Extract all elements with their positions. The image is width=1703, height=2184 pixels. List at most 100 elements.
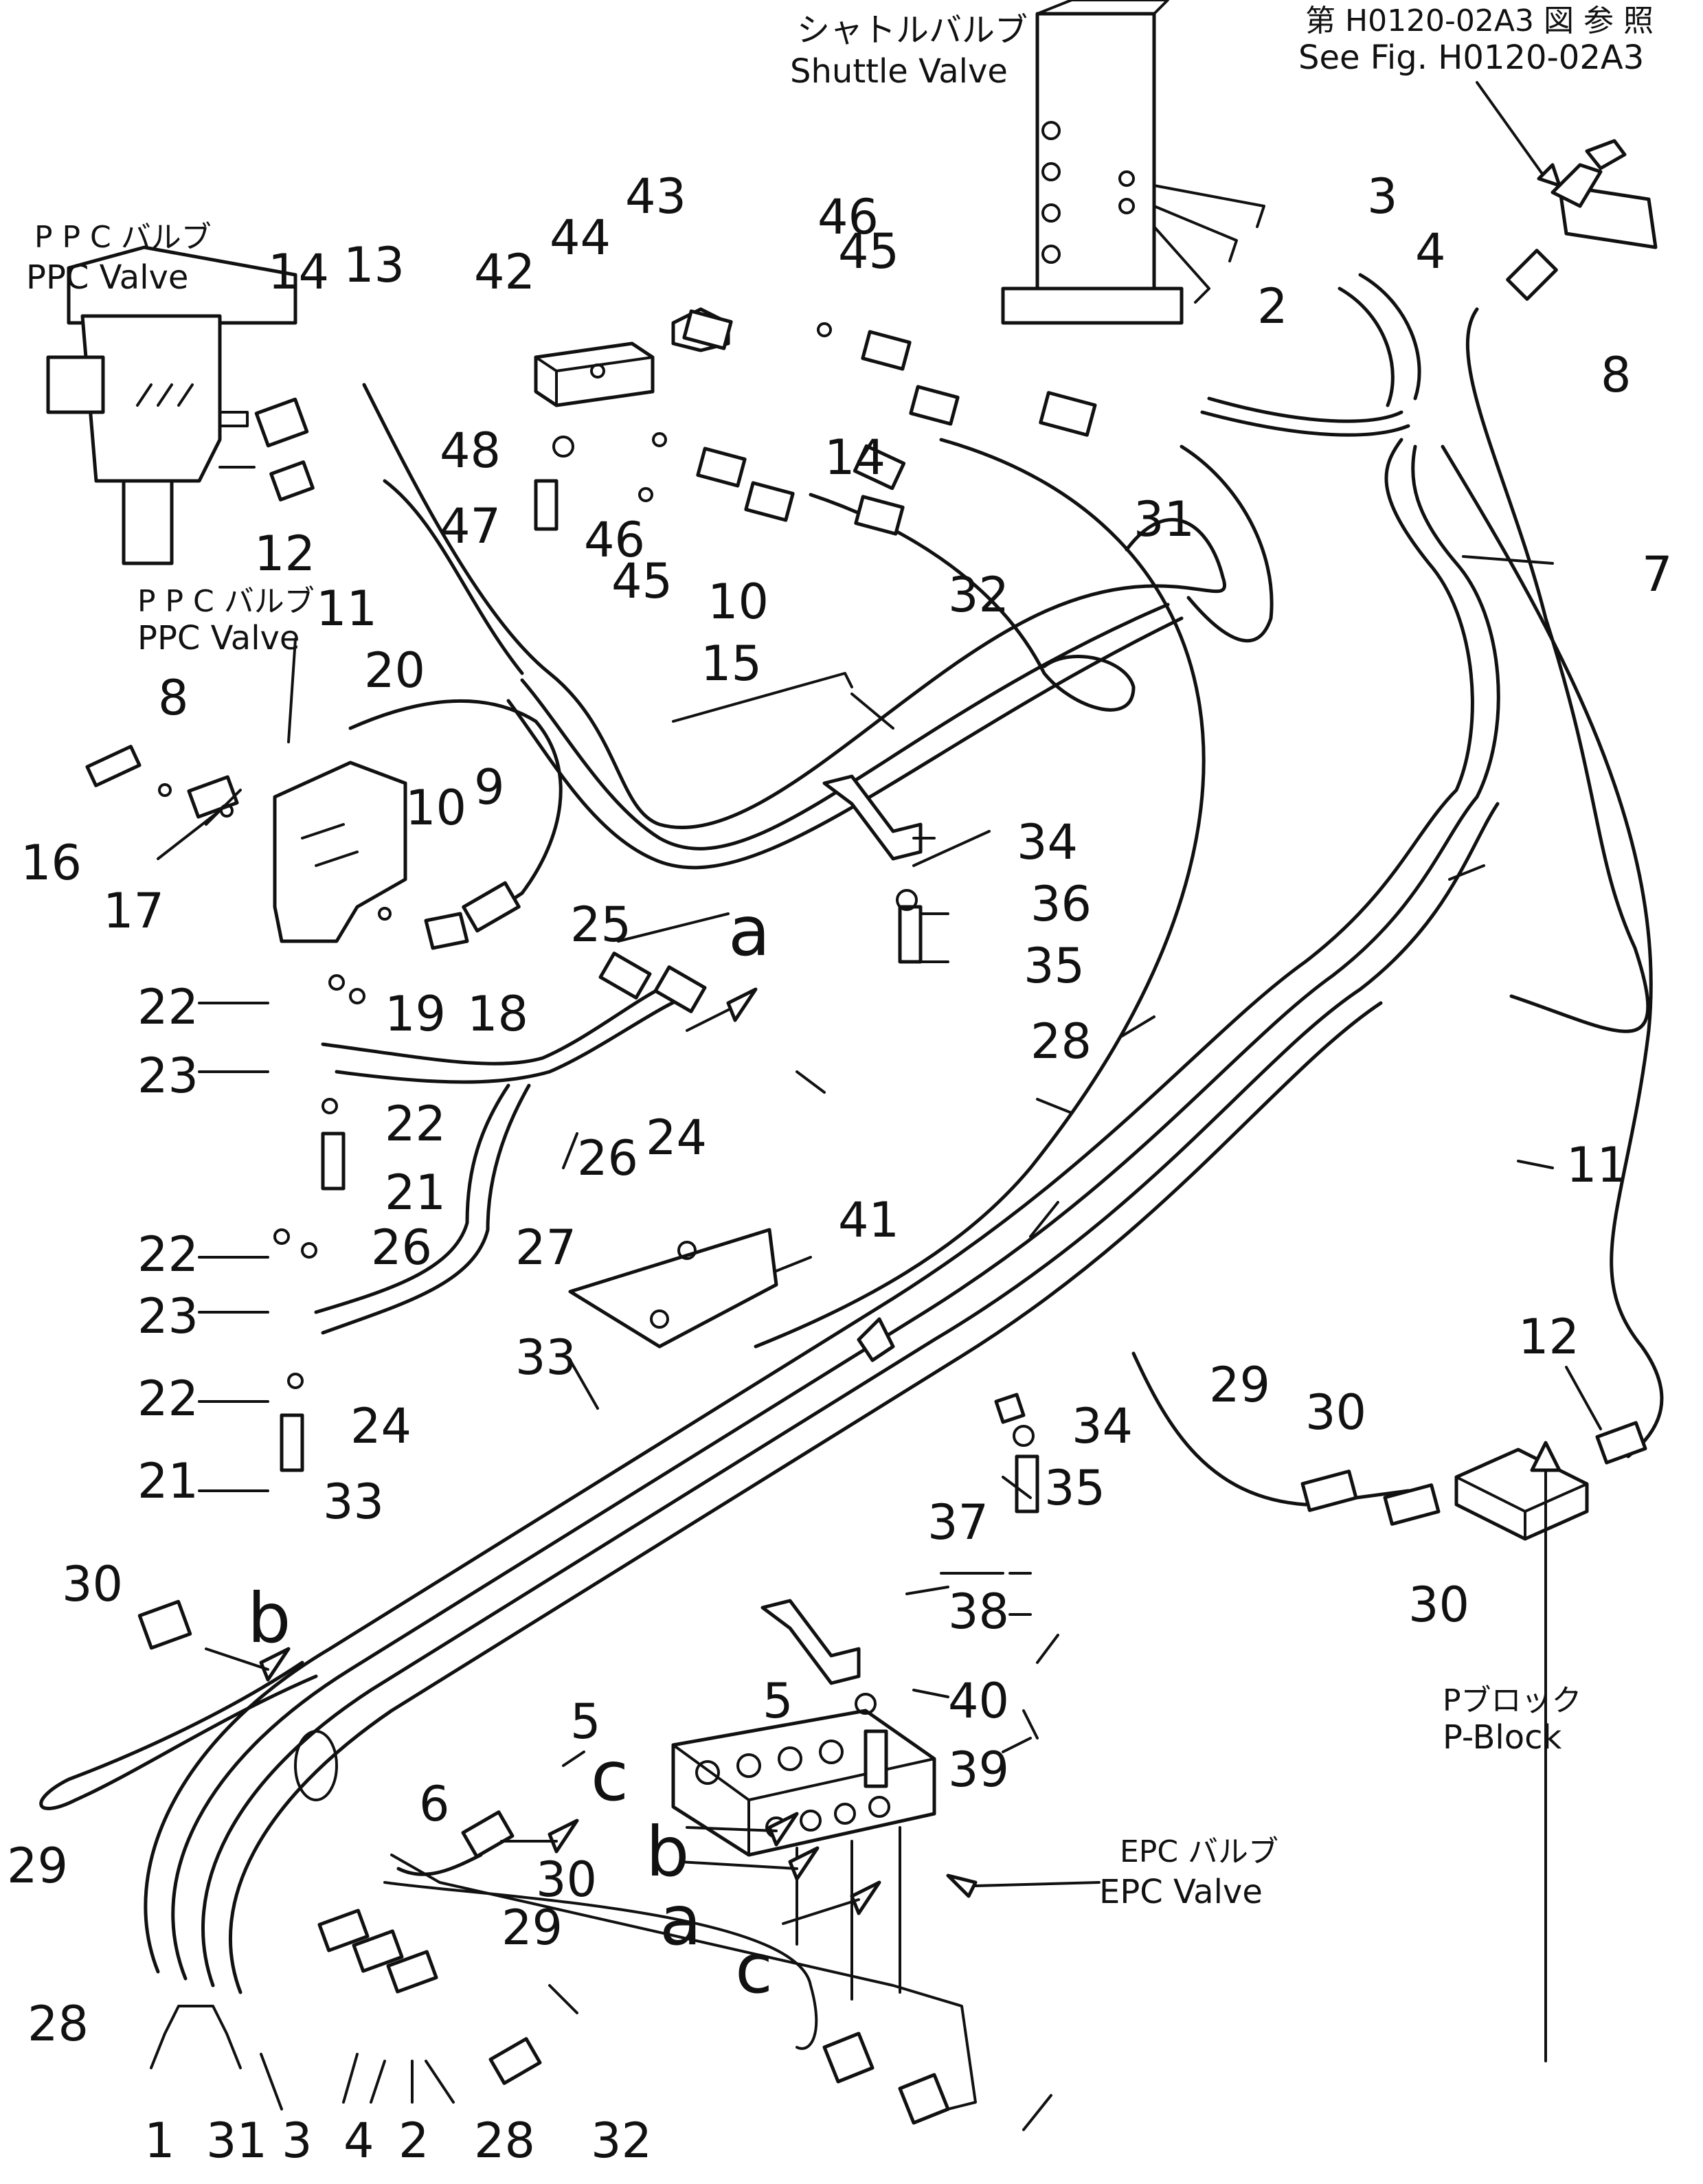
epc-valve-caption-en: EPC Valve	[1099, 1873, 1263, 1911]
callout-35-bottom: 35	[1044, 1460, 1105, 1516]
ppc-valve-top	[46, 245, 297, 565]
callout-11-right: 11	[1566, 1137, 1627, 1193]
callout-40: 40	[948, 1673, 1009, 1729]
callout-28-left: 28	[27, 1996, 89, 2052]
ppc-valve-top-caption-jp: P P C バルブ	[34, 220, 212, 255]
callout-30-right-bottom: 30	[1408, 1577, 1469, 1633]
callout-23-a: 23	[137, 1048, 199, 1104]
callout-46-top: 46	[817, 189, 879, 245]
callout-6: 6	[419, 1776, 450, 1832]
pressure-switch-block	[1550, 139, 1658, 249]
callout-35-top: 35	[1024, 938, 1085, 994]
ppc-valve-mid	[273, 761, 469, 950]
callout-2: 2	[398, 2113, 429, 2169]
callout-14-mid: 14	[824, 429, 886, 486]
callout-34-bottom: 34	[1072, 1398, 1133, 1454]
callout-17: 17	[103, 883, 164, 939]
callout-8-top: 8	[1601, 347, 1632, 403]
callout-20: 20	[364, 642, 425, 699]
callout-21-b: 21	[137, 1453, 199, 1509]
callout-31-top: 31	[1134, 491, 1195, 548]
callout-12: 12	[254, 526, 315, 582]
callout-37: 37	[927, 1494, 989, 1551]
callout-22-d: 22	[137, 1371, 199, 1427]
callout-9: 9	[474, 759, 505, 815]
letter-a-top: a	[728, 891, 770, 971]
callout-32-mid: 32	[948, 567, 1009, 623]
callout-4-top: 4	[1415, 223, 1446, 280]
callout-1: 1	[144, 2113, 175, 2169]
callout-26-b: 26	[371, 1219, 432, 1276]
letter-c-epc: c	[735, 1928, 773, 2009]
shuttle-valve	[1001, 0, 1265, 325]
letter-c-mid: c	[591, 1736, 629, 1816]
ppc-valve-mid-caption-en: PPC Valve	[137, 619, 300, 657]
callout-19: 19	[385, 986, 446, 1042]
callout-18: 18	[467, 986, 528, 1042]
callout-44: 44	[550, 210, 611, 266]
callout-33-b: 33	[323, 1474, 384, 1530]
callout-45-top: 45	[838, 223, 899, 280]
callout-31: 31	[206, 2113, 267, 2169]
callout-15: 15	[701, 635, 762, 692]
callout-41: 41	[838, 1192, 899, 1248]
callout-22-b: 22	[385, 1096, 446, 1152]
callout-28-top: 28	[1030, 1013, 1092, 1070]
callout-5-b: 5	[570, 1693, 601, 1750]
shuttle-valve-caption-en: Shuttle Valve	[790, 52, 1008, 91]
callout-5-a: 5	[763, 1673, 793, 1729]
see-fig-caption-en: See Fig. H0120-02A3	[1298, 38, 1644, 77]
fittings	[85, 249, 1647, 2085]
callout-13: 13	[343, 237, 405, 293]
callout-47: 47	[440, 498, 501, 554]
callout-29-right: 29	[1209, 1357, 1270, 1413]
callout-21-a: 21	[385, 1164, 446, 1221]
callout-30-left: 30	[62, 1556, 123, 1612]
callout-42: 42	[474, 244, 535, 300]
callout-30-right-top: 30	[1305, 1384, 1366, 1441]
callout-29-mid: 29	[501, 1900, 563, 1956]
letter-b-left: b	[247, 1578, 291, 1658]
callout-36: 36	[1030, 876, 1092, 932]
callout-39: 39	[948, 1742, 1009, 1798]
epc-valve-caption-jp: EPC バルブ	[1120, 1834, 1278, 1869]
hose-bundle	[39, 273, 1664, 2110]
leader-lines	[150, 81, 1602, 2131]
callout-28-bottom: 28	[474, 2113, 535, 2169]
callout-22-a: 22	[137, 979, 199, 1035]
callout-3: 3	[282, 2113, 313, 2169]
callout-46-mid: 46	[584, 512, 645, 568]
clamps	[294, 774, 1026, 1801]
callout-34-top: 34	[1017, 814, 1078, 870]
callout-7: 7	[1642, 546, 1673, 603]
letter-a-epc: a	[659, 1880, 701, 1961]
callout-43: 43	[625, 168, 686, 225]
part-callouts: 1 2 2 3 3 4 4 5 5 6 7 8 8 9 10 10 11 11 …	[7, 168, 1673, 2169]
ppc-valve-mid-caption-jp: P P C バルブ	[137, 584, 315, 619]
p-block-caption-en: P-Block	[1443, 1718, 1562, 1757]
callout-30-mid: 30	[536, 1851, 597, 1908]
connection-letters: a b c b a c	[247, 891, 773, 2009]
callout-8: 8	[158, 670, 189, 726]
callout-16: 16	[21, 835, 82, 891]
callout-23-b: 23	[137, 1288, 199, 1344]
callout-25: 25	[570, 897, 631, 953]
ppc-valve-top-caption-en: PPC Valve	[26, 258, 188, 297]
callout-2-top: 2	[1257, 278, 1288, 335]
callout-4: 4	[343, 2113, 374, 2169]
callout-11: 11	[316, 581, 377, 637]
p-block-caption-jp: Pブロック	[1443, 1683, 1582, 1718]
letter-b-epc: b	[646, 1812, 689, 1892]
callout-48: 48	[440, 423, 501, 479]
callout-27: 27	[515, 1219, 576, 1276]
shuttle-valve-caption-jp: シャトルバルブ	[797, 11, 1028, 49]
plate-41	[568, 1228, 778, 1349]
callout-26-a: 26	[577, 1130, 638, 1186]
captions: シャトルバルブ Shuttle Valve 第 H0120-02A3 図 参 照…	[26, 3, 1654, 1911]
callout-38: 38	[948, 1584, 1009, 1640]
callout-33-a: 33	[515, 1329, 576, 1386]
callout-10: 10	[405, 780, 466, 836]
callout-32-bottom: 32	[591, 2113, 652, 2169]
callout-45-mid: 45	[611, 553, 673, 609]
